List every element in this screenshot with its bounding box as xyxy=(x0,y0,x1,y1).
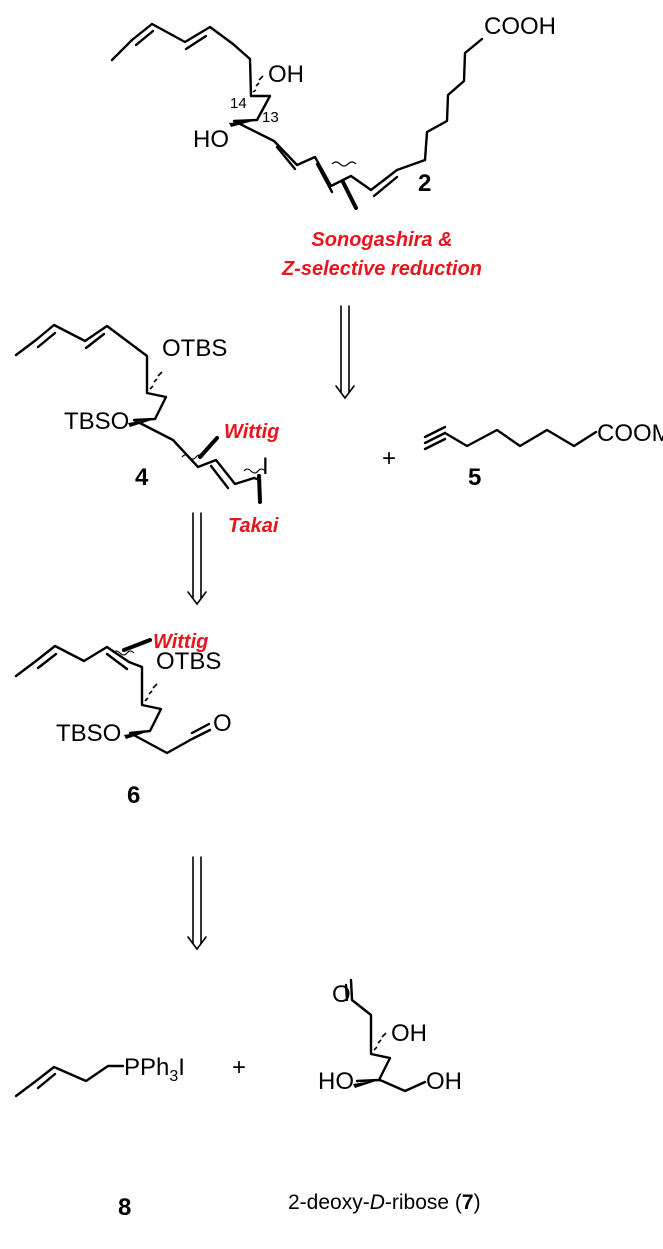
compound-2-wedge-bond xyxy=(229,120,257,127)
compound-7-carbonyl xyxy=(344,983,349,1002)
compound-4-wavy-cut-2 xyxy=(243,468,266,474)
compound-4-skeleton xyxy=(14,323,262,486)
compound-5-number: 5 xyxy=(468,464,481,491)
compound-4-number: 4 xyxy=(135,464,149,491)
compound-4-alkene-b xyxy=(84,332,106,350)
compound-2-acid: COOH xyxy=(484,13,556,40)
compound-6-carbonyl xyxy=(190,722,211,735)
compound-2-alkene-b xyxy=(184,34,208,51)
compound-8-alkene xyxy=(36,1072,57,1090)
compound-5-alkyne-3 xyxy=(423,437,447,451)
compound-8-number: 8 xyxy=(118,1194,131,1221)
compound-2-locant-13: 13 xyxy=(262,109,279,126)
compound-6-wittig-marker xyxy=(122,638,152,652)
compound-2-diene-b xyxy=(315,162,334,194)
retro-arrow-1 xyxy=(335,305,355,400)
compound-2-diene-a xyxy=(275,145,297,171)
disconnection-1-label-line2: Z-selective reduction xyxy=(281,258,482,280)
compound-5-structure: COOMe 5 xyxy=(423,420,663,491)
compound-7-oxygen: O xyxy=(332,981,351,1008)
compound-7-skeleton xyxy=(349,978,427,1093)
compound-7-caption: 2-deoxy-D-ribose (7) xyxy=(288,1191,481,1214)
compound-7-ho-b: HO xyxy=(318,1068,354,1095)
compound-8-phosphonium: PPh3I xyxy=(124,1054,185,1085)
compound-4-takai-marker xyxy=(257,474,262,504)
compound-4-hashed-bond xyxy=(149,371,163,390)
compound-7-oh-c: OH xyxy=(426,1068,462,1095)
plus-sign-1: + xyxy=(382,445,396,472)
compound-4-structure: OTBS TBSO I Wittig Takai 4 xyxy=(14,323,279,537)
compound-4-wittig-marker xyxy=(198,436,219,459)
compound-6-oxygen: O xyxy=(213,710,232,737)
compound-2-wavy-cut xyxy=(331,161,357,167)
compound-5-alkyne-2 xyxy=(423,431,447,445)
compound-4-wedge-bond xyxy=(128,419,155,427)
compound-4-otbs: OTBS xyxy=(162,335,227,362)
compound-4-takai-label: Takai xyxy=(228,515,279,537)
disconnection-1-label-line1: Sonogashira & xyxy=(311,229,452,251)
retro-arrow-2 xyxy=(187,512,207,606)
compound-2-locant-14: 14 xyxy=(230,95,247,112)
compound-6-alkene-b xyxy=(105,652,129,671)
compound-5-skeleton xyxy=(443,428,598,448)
compound-2-ho: HO xyxy=(193,126,229,153)
compound-2-alkene-a xyxy=(134,29,155,47)
compound-4-wittig-label: Wittig xyxy=(224,421,279,443)
compound-4-alkene-c xyxy=(209,464,230,490)
compound-6-otbs: OTBS xyxy=(156,648,221,675)
compound-6-number: 6 xyxy=(127,782,140,809)
compound-7-hashed-bond xyxy=(373,1032,387,1051)
compound-4-iodide: I xyxy=(262,453,269,480)
compound-6-wittig-label: Wittig xyxy=(153,631,208,653)
compound-6-skeleton xyxy=(14,644,212,755)
retro-arrow-3 xyxy=(187,856,207,951)
compound-7-oh-a: OH xyxy=(391,1020,427,1047)
compound-6-hashed-bond xyxy=(144,683,158,702)
plus-sign-2: + xyxy=(232,1054,246,1081)
compound-6-alkene-a xyxy=(36,652,58,670)
compound-6-wavy-cut xyxy=(112,650,135,656)
compound-2-structure: COOH OH HO 14 13 2 xyxy=(110,13,556,210)
compound-4-tbso: TBSO xyxy=(64,408,129,435)
compound-6-tbso: TBSO xyxy=(56,720,121,747)
compound-6-wedge-bond xyxy=(124,731,150,739)
compound-2-number: 2 xyxy=(418,170,431,197)
compound-2-skeleton xyxy=(110,22,484,192)
compound-2-diene-c xyxy=(372,175,399,198)
compound-8-skeleton xyxy=(14,1064,125,1098)
compound-2-hashed-bond xyxy=(252,75,264,93)
compound-4-alkene-a xyxy=(36,331,57,349)
compound-7-structure: O OH HO OH 2-deoxy-D-ribose (7) xyxy=(288,978,481,1214)
compound-5-alkyne-1 xyxy=(423,425,447,439)
compound-2-oh: OH xyxy=(268,61,304,88)
compound-6-structure: Wittig OTBS TBSO O 6 xyxy=(14,631,232,809)
compound-7-wedge-bond xyxy=(353,1080,379,1088)
compound-5-ester: COOMe xyxy=(597,420,663,447)
compound-8-structure: PPh3I 8 xyxy=(14,1054,185,1221)
compound-2-cut-marker xyxy=(341,180,358,210)
